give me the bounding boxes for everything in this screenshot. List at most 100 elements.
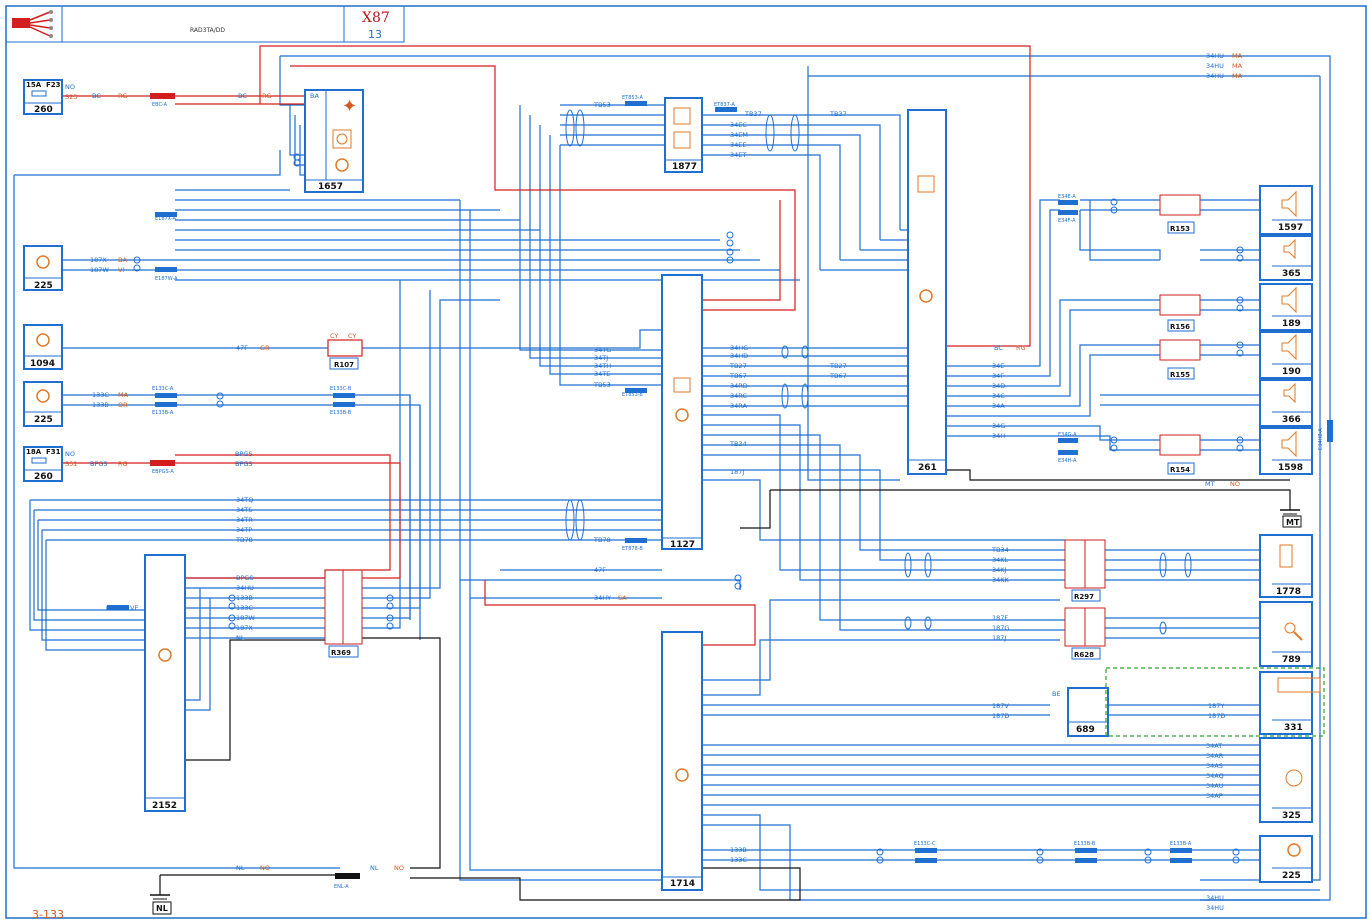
wire-label-bc-2: BC	[238, 92, 247, 100]
wire-group-blue	[13, 55, 1331, 901]
wire-label-e34f: E34F-A	[1058, 218, 1076, 224]
component-225-c[interactable]: 225	[1259, 835, 1313, 883]
component-label: R107	[334, 361, 354, 369]
component-r154[interactable]: R154	[1159, 434, 1201, 475]
connector-et878b	[625, 538, 647, 543]
component-label: 260	[34, 472, 53, 482]
wire-label-133b-3: 133B	[730, 846, 747, 854]
wire-label-187x-2: 187X	[236, 624, 253, 632]
wire-label-34th: 34TH	[594, 362, 611, 370]
light-icon: ✦	[342, 96, 357, 117]
connector-e133ba	[155, 402, 177, 407]
component-label: 1657	[318, 182, 343, 192]
wire-label-187g: 187G	[992, 624, 1009, 632]
component-1597-speaker[interactable]: 1597	[1259, 185, 1313, 235]
component-label: 225	[1282, 871, 1301, 881]
component-1094[interactable]: 1094	[23, 324, 63, 370]
connector-e133ba-a	[1170, 848, 1192, 853]
component-789[interactable]: 789	[1259, 601, 1313, 667]
connector-e133ca	[155, 393, 177, 398]
component-689[interactable]: 689 BE	[1052, 687, 1109, 737]
component-label: 1597	[1278, 223, 1303, 233]
component-label: R628	[1074, 651, 1094, 659]
component-2152[interactable]: 2152	[144, 554, 186, 812]
ground-label: NL	[156, 904, 168, 913]
speaker-icon	[1281, 430, 1297, 458]
component-r156[interactable]: R156	[1159, 294, 1201, 332]
wire-label-47f: 47F	[236, 344, 248, 352]
component-r369[interactable]: R369	[324, 569, 363, 658]
header-subtitle: 13	[368, 28, 382, 41]
component-225-b[interactable]: 225	[23, 381, 63, 427]
wire-label-tb27-2: TB27	[829, 362, 847, 370]
component-label: 1877	[672, 162, 697, 172]
component-r155[interactable]: R155	[1159, 339, 1201, 380]
component-325[interactable]: 325	[1259, 737, 1313, 823]
wire-label-187j-2: 187J	[992, 634, 1006, 642]
wire-label-gr: GR	[260, 344, 270, 352]
wire-label-34hu: 34HU	[236, 584, 254, 592]
component-366-tweeter[interactable]: 366	[1259, 379, 1313, 427]
component-label: 1598	[1278, 463, 1303, 473]
wire-label-bpgs: BPGS	[90, 460, 108, 468]
wire-label-133c-3: 133C	[730, 856, 747, 864]
component-365-tweeter[interactable]: 365	[1259, 235, 1313, 281]
radio-icon	[673, 107, 691, 125]
component-261[interactable]: 261	[907, 109, 947, 475]
wire-label-34f: 34F	[992, 372, 1004, 380]
component-1877[interactable]: 1877	[664, 97, 703, 173]
component-r297[interactable]: R297	[1064, 539, 1106, 602]
pin-label-cy: CY	[330, 332, 338, 340]
wire-label-sa: SA	[618, 594, 627, 602]
wire-label-ma: MA	[118, 391, 129, 399]
radio-icon	[917, 175, 935, 193]
module-icon	[158, 648, 172, 662]
component-label: 225	[34, 281, 53, 291]
component-1778[interactable]: 1778	[1259, 534, 1313, 598]
wire-label-tb53: TB53	[593, 101, 611, 109]
connector-e34hb	[1327, 420, 1333, 442]
component-label: 325	[1282, 811, 1301, 821]
wire-label-34hu-2: 34HU	[1206, 52, 1224, 60]
tweeter-icon	[1283, 382, 1296, 404]
wire-label-133c: 133C	[92, 391, 109, 399]
component-1598-speaker[interactable]: 1598	[1259, 427, 1313, 475]
connector-e133cc-b	[915, 858, 937, 863]
module-icon	[675, 768, 689, 782]
wire-label-et878b: ET878-B	[622, 546, 643, 552]
wire-label-34ar: 34AR	[1206, 752, 1224, 760]
wire-label-34tj: 34TJ	[594, 354, 608, 362]
wire-label-e133bb: E133B-B	[330, 410, 352, 416]
component-1714[interactable]: 1714	[661, 631, 703, 891]
wire-label-34tr: 34TR	[236, 516, 253, 524]
wire-label-rg-3: RG	[118, 460, 128, 468]
wire-label-tb34: TB34	[729, 440, 747, 448]
wire-label-nl: NL	[236, 634, 245, 642]
wire-label-ma-2: MA	[1232, 52, 1243, 60]
component-189-speaker[interactable]: 189	[1259, 283, 1313, 331]
wire-label-ma-3: MA	[1232, 62, 1243, 70]
wire-label-34ts: 34TS	[236, 506, 252, 514]
connector-e34f	[1058, 210, 1078, 215]
wire-label-e34hb: E34HB-A	[1318, 428, 1324, 450]
header-reference: RAD3TA/DD	[190, 27, 225, 34]
wire-label-34as: 34AS	[1206, 762, 1223, 770]
component-225-a[interactable]: 225	[23, 245, 63, 291]
wire-label-e34e: E34E-A	[1058, 194, 1076, 200]
wire-label-mt: MT	[1205, 480, 1215, 488]
component-r628[interactable]: R628	[1064, 607, 1106, 660]
connector-e133bb-a	[1075, 848, 1097, 853]
wire-label-187d-2: 187D	[1208, 712, 1225, 720]
header-block: RAD3TA/DD X87 13	[5, 5, 405, 43]
component-260-fuse-f31[interactable]: 18A F31 260 NO S31	[23, 446, 77, 482]
component-331[interactable]: 331	[1259, 671, 1321, 735]
component-1657[interactable]: BA ✦ 1657	[304, 89, 364, 193]
component-label: 689	[1076, 725, 1095, 735]
component-r107[interactable]: R107 CY CY	[327, 332, 363, 370]
component-label: 1714	[670, 879, 695, 889]
connector-ebpgs	[150, 460, 175, 466]
component-190-speaker[interactable]: 190	[1259, 331, 1313, 379]
component-r153[interactable]: R153	[1159, 194, 1201, 234]
component-1127[interactable]: 1127	[661, 274, 703, 550]
component-260-fuse-f23[interactable]: 15A F23 260 NO S23	[23, 79, 77, 115]
